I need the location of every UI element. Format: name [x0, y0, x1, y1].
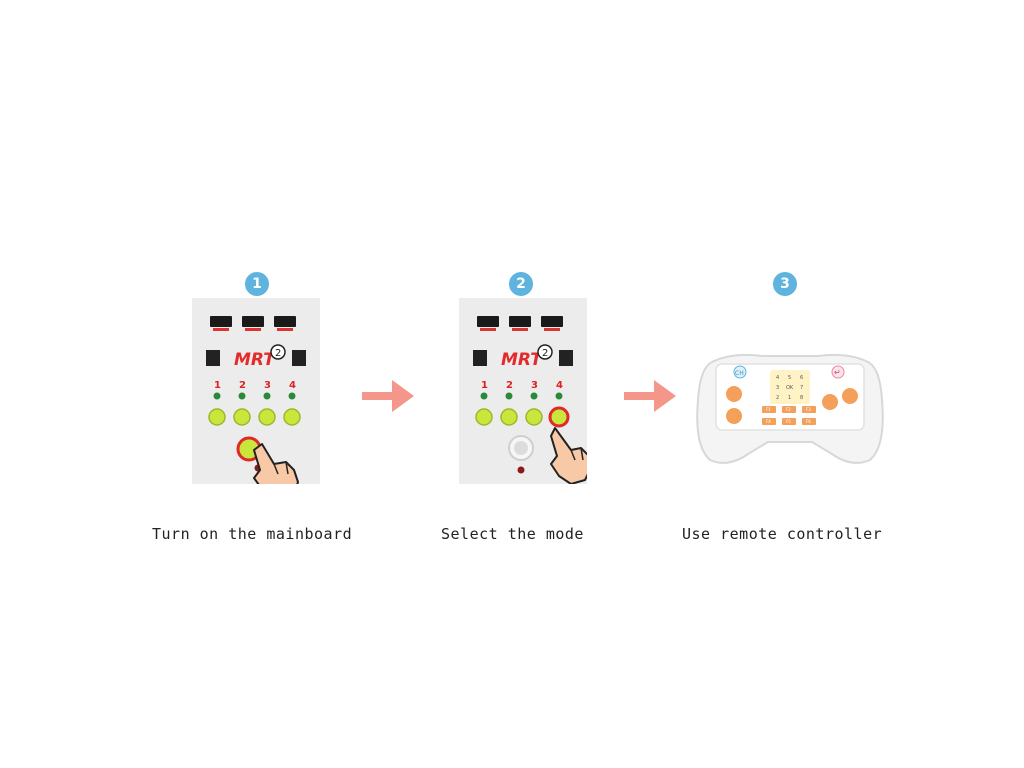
remote-controller: CH ↵ 4 5 6 3 OK 7 2 1 8 F1 F2: [692, 350, 888, 472]
channel-label-1: 1: [481, 380, 488, 391]
logo-bar: MRT 2: [206, 344, 306, 370]
key-f6: F6: [806, 419, 811, 424]
board-logo-sup: 2: [542, 348, 548, 359]
mainboard-step-2: MRT 2 1 2 3 4: [459, 298, 592, 485]
arrow-right-icon: [624, 380, 676, 412]
pointing-hand-icon: [253, 443, 299, 499]
key-f3: F3: [806, 407, 811, 412]
step-2-badge: 2: [509, 272, 533, 296]
key-6: 6: [800, 375, 803, 381]
board-logo: MRT: [234, 350, 276, 370]
key-7: 7: [800, 385, 803, 391]
channel-label-4: 4: [289, 380, 296, 391]
mainboard-step-1: MRT 2 1 2 3 4: [192, 298, 320, 499]
channel-label-3: 3: [531, 380, 538, 391]
board-logo-sup: 2: [275, 348, 281, 359]
arrow-right-icon: [362, 380, 414, 412]
step-3-caption: Use remote controller: [682, 525, 883, 543]
key-f1: F1: [766, 407, 771, 412]
pointing-hand-icon: [550, 427, 592, 485]
return-button-label: ↵: [834, 368, 841, 377]
key-ok: OK: [786, 385, 794, 391]
channel-label-4: 4: [556, 380, 563, 391]
key-1: 1: [788, 395, 791, 401]
step-2-caption: Select the mode: [441, 525, 584, 543]
key-5: 5: [788, 375, 791, 381]
key-f4: F4: [766, 419, 771, 424]
ch-button-label: CH: [735, 370, 744, 377]
key-8: 8: [800, 395, 803, 401]
channel-label-2: 2: [239, 380, 246, 391]
step-1-caption: Turn on the mainboard: [152, 525, 353, 543]
channel-label-2: 2: [506, 380, 513, 391]
channel-label-3: 3: [264, 380, 271, 391]
key-3: 3: [776, 385, 779, 391]
channel-label-1: 1: [214, 380, 221, 391]
step-1-badge: 1: [245, 272, 269, 296]
key-2: 2: [776, 395, 779, 401]
key-4: 4: [776, 375, 779, 381]
connector-ports: [210, 316, 296, 331]
board-logo: MRT: [501, 350, 543, 370]
key-f5: F5: [786, 419, 791, 424]
key-f2: F2: [786, 407, 791, 412]
step-3-badge: 3: [773, 272, 797, 296]
